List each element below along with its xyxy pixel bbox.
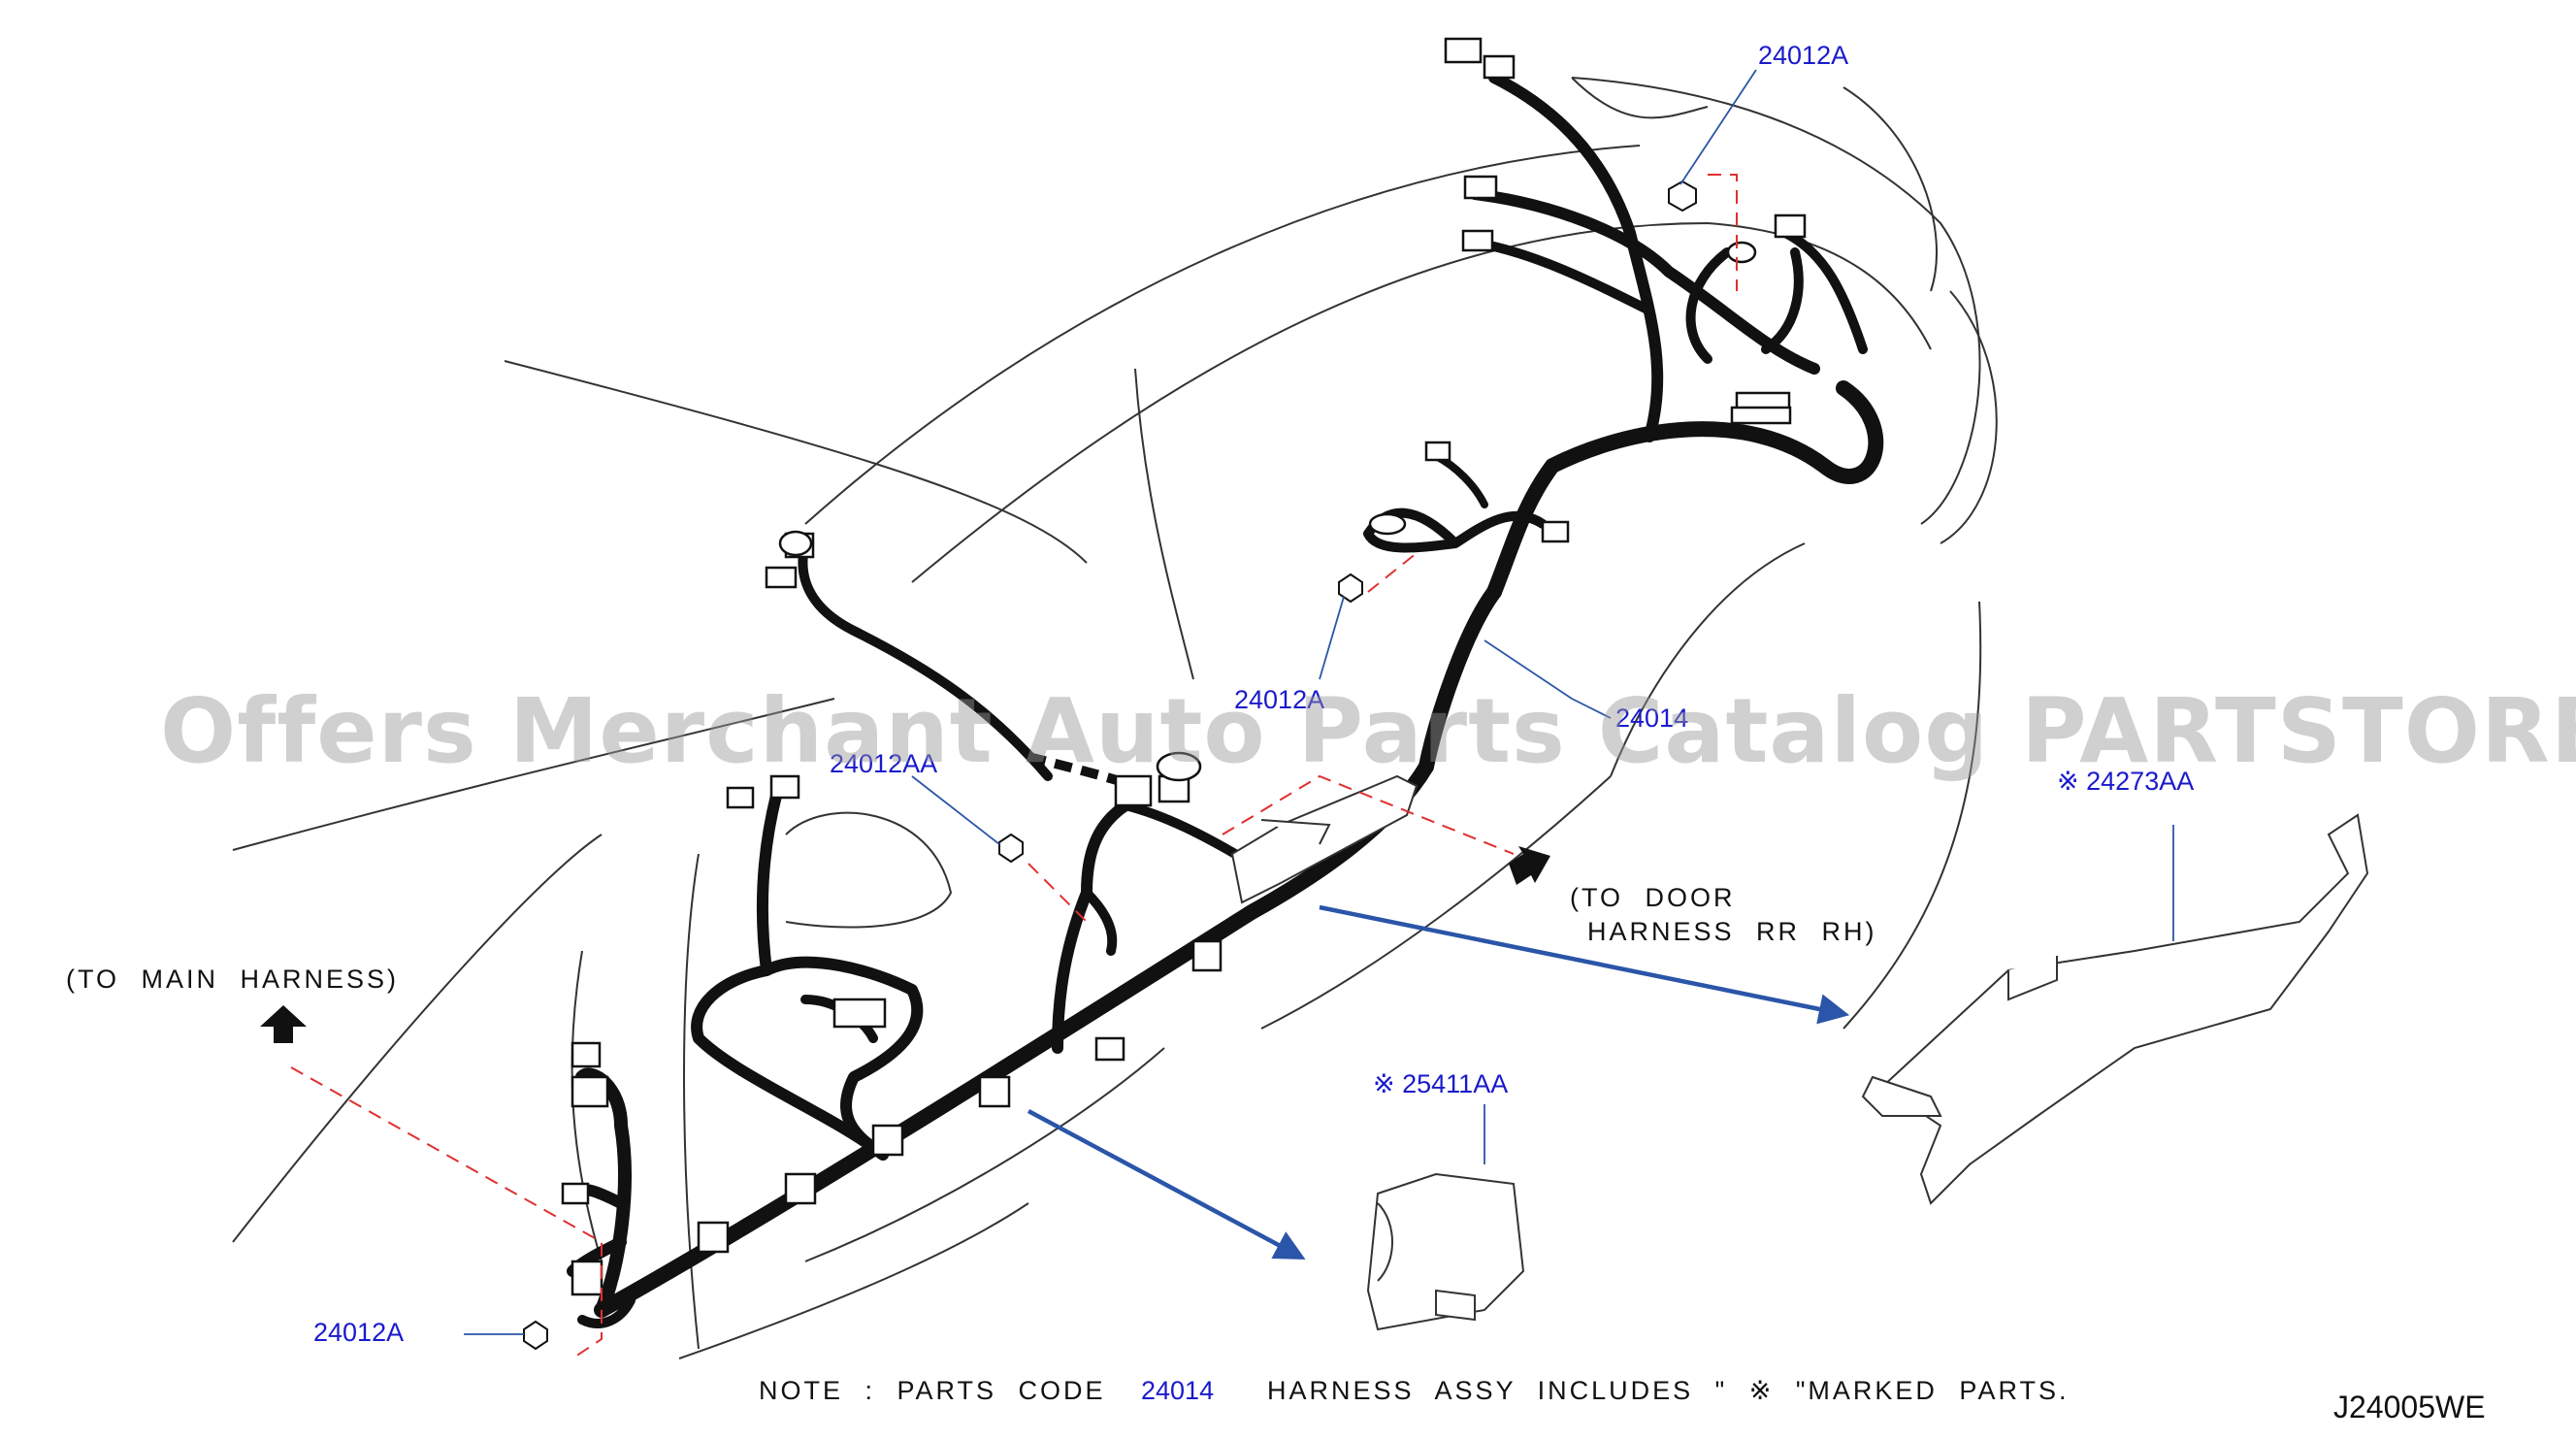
alignment-dashes (290, 174, 1738, 1359)
pointer-arrows (1027, 904, 1850, 1260)
diagram-code: J24005WE (2333, 1390, 2486, 1424)
callout-bolt-left: 24012AA (830, 749, 938, 778)
leader-lines (464, 69, 2174, 1335)
car-body-outline (232, 77, 1998, 1359)
callout-protector: ※ 24273AA (2057, 767, 2195, 796)
callout-bolt-bottom: 24012A (313, 1318, 405, 1347)
connectors (561, 37, 1807, 1296)
callout-harness: 24014 (1615, 704, 1689, 733)
note-to-main-harness: (TO MAIN HARNESS) (66, 965, 400, 994)
to-main-harness-arrow (260, 1005, 307, 1043)
dashed-wire (1027, 752, 1137, 791)
callout-bolt-mid: 24012A (1234, 685, 1325, 714)
footer-note-suffix: HARNESS ASSY INCLUDES " ※ "MARKED PARTS. (1267, 1376, 2070, 1405)
protector-part-drawing (1861, 813, 2369, 1205)
footer-note-code: 24014 (1141, 1376, 1215, 1405)
bolts (523, 180, 1697, 1351)
to-door-arrow (1509, 846, 1550, 885)
harness-protector-installed (1230, 774, 1418, 904)
callout-clip: ※ 25411AA (1373, 1069, 1509, 1098)
callout-bolt-top-right: 24012A (1758, 41, 1849, 70)
footer-note-prefix: NOTE : PARTS CODE (759, 1376, 1106, 1405)
watermark: Offers Merchant Auto Parts Catalog PARTS… (160, 679, 2576, 783)
note-to-door-line2: HARNESS RR RH) (1587, 917, 1877, 946)
note-to-door-line1: (TO DOOR (1570, 883, 1736, 912)
clip-part-drawing (1366, 1172, 1525, 1331)
